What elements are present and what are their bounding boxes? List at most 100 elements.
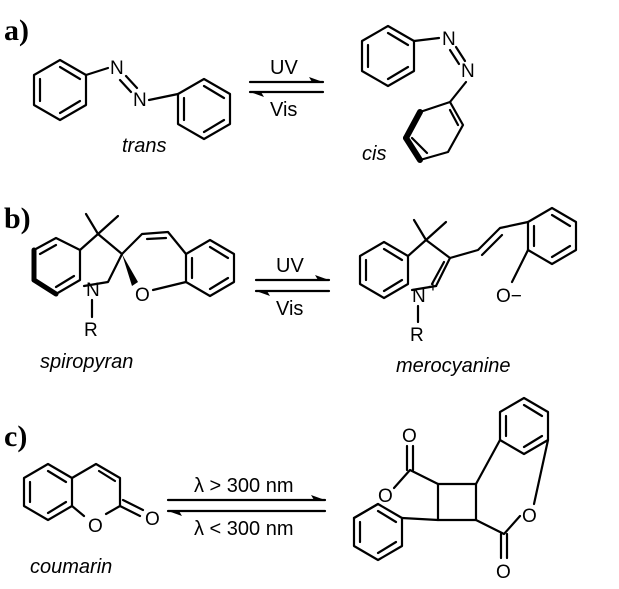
cis-name: cis <box>362 143 386 165</box>
arrow-b-reverse-head <box>256 291 270 296</box>
coumarin-o-c-bond <box>70 504 86 518</box>
spiropyran-methyl-2 <box>96 214 120 236</box>
trans-n2-label: N <box>133 90 147 111</box>
merocyanine-methyl-2 <box>424 220 448 242</box>
spiropyran-chromene-benzene <box>184 238 236 298</box>
trans-c-n-bond-right <box>147 92 180 102</box>
dimer-upper-o-aryl-bond <box>352 502 380 520</box>
cis-azobenzene: N N cis <box>360 24 475 165</box>
panel-a-label: a) <box>4 14 29 47</box>
arrow-b-forward-head <box>315 275 329 280</box>
spiropyran-methyl-1 <box>84 212 100 236</box>
coumarin-carbonyl-b <box>121 498 145 512</box>
coumarin-ring-o-label: O <box>88 516 103 537</box>
panel-a: a) N N trans UV Vis <box>4 14 475 165</box>
dimer-upper-carbonyl-o-label: O <box>402 426 417 447</box>
trans-n-n-bond-b <box>124 74 139 90</box>
merocyanine-phenolate-double-bonds <box>532 213 572 259</box>
cis-c-n-bond-top <box>412 36 441 43</box>
arrow-c-reverse-head <box>168 511 182 516</box>
spiropyran-name: spiropyran <box>40 351 133 373</box>
dimer-lower-o-aryl-bond <box>532 438 550 506</box>
dimer-cyclobutane <box>436 482 478 522</box>
spiropyran-pyran-upper <box>120 230 188 256</box>
coumarin-name: coumarin <box>30 556 112 578</box>
trans-right-benzene-ring <box>176 77 232 141</box>
spiropyran-o-c-bond <box>151 280 188 292</box>
spiropyran-o-label: O <box>135 285 150 306</box>
cis-ring-front-edge-bottom <box>403 135 423 163</box>
spiropyran-indoline-double-bonds <box>38 243 76 289</box>
coumarin-dimer-molecule: O O O O <box>352 396 550 583</box>
dimer-left-aryl-bond <box>400 516 440 522</box>
merocyanine-name: merocyanine <box>396 355 511 377</box>
arrow-c-forward-head <box>311 495 325 500</box>
merocyanine-n-label: N <box>412 286 426 307</box>
trans-name: trans <box>122 135 166 157</box>
merocyanine-c-o-bond <box>510 248 530 284</box>
trans-azobenzene: N N trans <box>32 58 232 157</box>
arrow-c-forward-label: λ > 300 nm <box>194 475 294 497</box>
spiropyran-pyran-double <box>145 236 168 241</box>
spiropyran-chromene-double-bonds <box>190 245 230 291</box>
dimer-lower-lactone-bonds <box>474 514 522 536</box>
merocyanine-vinyl-bridge <box>448 220 530 260</box>
cis-top-benzene-ring <box>360 24 416 88</box>
cis-top-ring-double-bonds <box>366 31 410 81</box>
merocyanine-molecule: N + R O− merocyanine <box>358 206 578 377</box>
dimer-upper-benzene-double-bonds <box>504 403 544 449</box>
trans-left-benzene-ring <box>32 58 88 122</box>
coumarin-c3c4-double <box>97 469 117 483</box>
panel-b-label: b) <box>4 202 31 235</box>
dimer-upper-ring-o-label: O <box>378 486 393 507</box>
arrow-a-uv-label: UV <box>270 57 298 79</box>
coumarin-benzene-double-bonds <box>28 469 68 515</box>
merocyanine-plus-label: + <box>428 277 438 296</box>
trans-n1-label: N <box>110 58 124 79</box>
cis-n-n-bond-a <box>448 48 461 66</box>
merocyanine-r-label: R <box>410 325 424 346</box>
trans-left-ring-double-bonds <box>38 65 82 115</box>
merocyanine-phenolate-benzene <box>526 206 578 266</box>
cis-c-n-bond-bottom <box>448 80 468 104</box>
equilibrium-arrows-b: UV Vis <box>254 255 331 320</box>
spiropyran-molecule: N R O spiropyran <box>31 212 236 373</box>
cis-ring-front-edge-left <box>403 109 423 141</box>
arrow-c-reverse-label: λ < 300 nm <box>194 518 294 540</box>
arrow-b-vis-label: Vis <box>276 298 303 320</box>
trans-n-n-bond-a <box>118 78 133 94</box>
cis-n2-label: N <box>461 61 475 82</box>
equilibrium-arrows-c: λ > 300 nm λ < 300 nm <box>166 475 327 540</box>
coumarin-pyranone-ring <box>70 462 122 516</box>
panel-c-label: c) <box>4 420 27 453</box>
arrow-a-vis-label: Vis <box>270 99 297 121</box>
dimer-lower-carbonyl-o-label: O <box>496 562 511 583</box>
spiropyran-pyrroline-ring <box>78 232 124 288</box>
cis-bottom-ring-double-bonds <box>410 108 460 155</box>
panel-b: b) N R O spiropyran <box>4 202 578 377</box>
spiropyran-r-label: R <box>84 320 98 341</box>
spiropyran-n-label: N <box>86 280 100 301</box>
trans-c-n-bond-left <box>84 66 110 77</box>
merocyanine-vinyl-double <box>480 233 504 257</box>
merocyanine-o-minus-label: O− <box>496 286 522 307</box>
coumarin-molecule: O O coumarin <box>22 462 160 578</box>
arrow-a-reverse-head <box>250 92 264 97</box>
arrow-b-uv-label: UV <box>276 255 304 277</box>
coumarin-carbonyl-a <box>118 504 142 518</box>
arrow-a-forward-head <box>309 77 323 82</box>
merocyanine-indolium-double-bonds <box>364 247 404 293</box>
spiropyran-front-edge-a <box>31 277 59 297</box>
dimer-right-aryl-bond <box>474 438 502 486</box>
dimer-lower-ring-o-label: O <box>522 506 537 527</box>
equilibrium-arrows-a: UV Vis <box>248 57 325 121</box>
trans-right-ring-double-bonds <box>182 84 226 134</box>
dimer-upper-lactone-bonds <box>392 468 440 490</box>
coumarin-benzene <box>22 462 74 522</box>
merocyanine-methyl-1 <box>412 218 428 242</box>
dimer-lower-benzene <box>352 502 404 562</box>
coumarin-carbonyl-o-label: O <box>145 509 160 530</box>
dimer-upper-benzene <box>498 396 550 456</box>
cis-n1-label: N <box>442 29 456 50</box>
